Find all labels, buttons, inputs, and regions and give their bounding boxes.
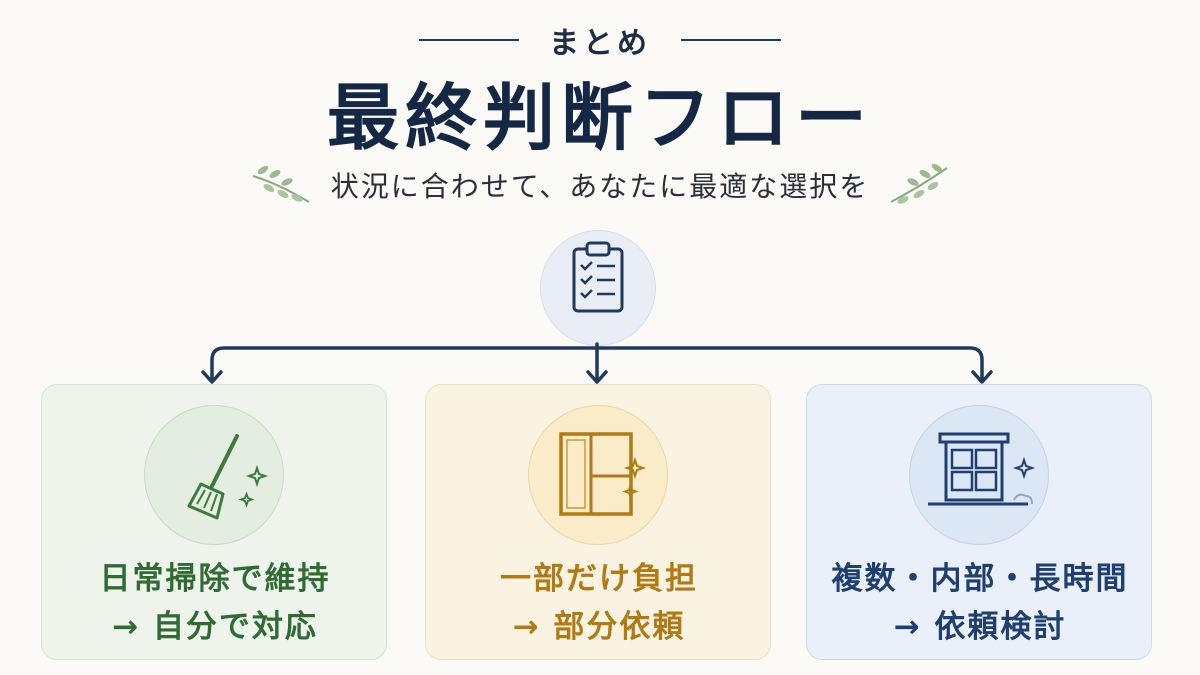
window-icon [559, 432, 647, 516]
option-line-1: 日常掃除で維持 [99, 561, 331, 597]
option-icon-circle [144, 405, 284, 545]
eyebrow-label: まとめ [549, 26, 651, 61]
option-card-request: 複数・内部・長時間 → 依頼検討 [806, 384, 1152, 660]
option-line-1: 複数・内部・長時間 [831, 561, 1129, 597]
subtitle: 状況に合わせて、あなたに最適な選択を [330, 170, 870, 203]
flow-connector [201, 342, 993, 384]
option-icon-circle [909, 405, 1049, 545]
eyebrow-left-line [419, 39, 519, 41]
option-card-partial: 一部だけ負担 → 部分依頼 [425, 384, 771, 660]
right-leaf-sprig-icon [890, 163, 948, 204]
option-line-2: → 依頼検討 [893, 609, 1067, 645]
option-icon-circle [528, 405, 668, 545]
building-window-icon [928, 432, 1036, 506]
clipboard-checklist-icon [572, 241, 624, 313]
broom-icon [187, 434, 269, 520]
page-title: 最終判断フロー [326, 76, 873, 160]
left-leaf-sprig-icon [252, 165, 310, 203]
option-line-2: → 部分依頼 [512, 609, 686, 645]
eyebrow-row: まとめ [0, 18, 1200, 62]
subtitle-row: 状況に合わせて、あなたに最適な選択を [0, 160, 1200, 210]
option-line-2: → 自分で対応 [112, 609, 318, 645]
option-line-1: 一部だけ負担 [500, 561, 698, 597]
eyebrow-right-line [681, 39, 781, 41]
option-card-self: 日常掃除で維持 → 自分で対応 [41, 384, 387, 660]
center-clipboard-circle [540, 230, 656, 346]
